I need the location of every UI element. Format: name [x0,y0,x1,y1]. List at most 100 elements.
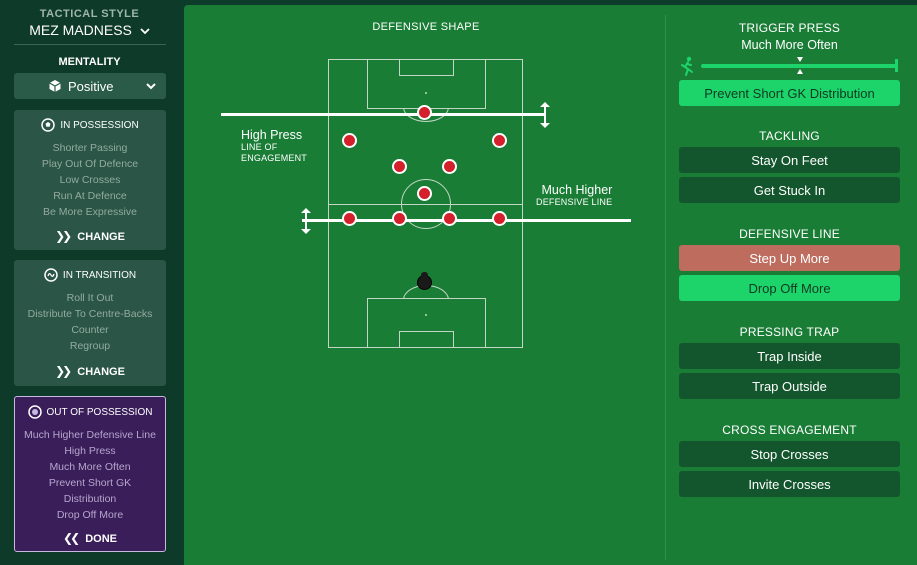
transition-icon [44,268,58,282]
in-possession-header: IN POSSESSION [14,118,166,132]
list-item: Regroup [69,340,111,352]
list-item: Distribute To Centre-Backs [27,308,153,320]
player-marker[interactable] [342,211,357,226]
engagement-caption-1: LINE OF [241,142,278,152]
list-item: Shorter Passing [52,142,128,154]
list-item: Counter [71,324,109,336]
list-item: Drop Off More [56,509,124,521]
player-marker[interactable] [492,211,507,226]
sidebar: TACTICAL STYLE MEZ MADNESS MENTALITY Pos… [0,0,179,565]
tactic-name: MEZ MADNESS [29,22,132,38]
double-chevron-left-icon: ❮❮ [63,531,80,545]
engagement-value: High Press [241,128,303,142]
prevent-short-gk-distribution-button[interactable]: Prevent Short GK Distribution [679,80,900,106]
out-of-possession-done-button[interactable]: ❮❮ DONE [15,531,165,545]
slider-marker-icon [797,57,803,62]
divider [665,15,666,560]
stop-crosses-button[interactable]: Stop Crosses [679,441,900,467]
engagement-drag-handle[interactable] [540,102,550,128]
player-marker[interactable] [492,133,507,148]
out-of-possession-panel: OUT OF POSSESSION Much Higher Defensive … [14,396,166,552]
pressing-trap-title: PRESSING TRAP [739,325,840,339]
defensive-line-title: DEFENSIVE LINE [739,227,840,241]
list-item: Distribution [63,493,117,505]
shield-ball-icon [27,405,42,419]
list-item: Roll It Out [66,292,114,304]
defensive-line-value: Much Higher [541,183,613,197]
football-icon [41,118,56,132]
top-penalty-spot [425,92,427,94]
trap-outside-button[interactable]: Trap Outside [679,373,900,399]
in-transition-list: Roll It Out Distribute To Centre-Backs C… [14,290,166,354]
drop-off-more-button[interactable]: Drop Off More [679,275,900,301]
tackling-title: TACKLING [759,129,820,143]
main-area: DEFENSIVE SHAPE High Press LINE OF ENGAG… [184,5,917,565]
trigger-press-slider-thumb[interactable] [895,59,898,72]
cube-icon [49,80,61,92]
done-label: DONE [85,533,117,545]
centre-circle [401,179,451,229]
double-chevron-right-icon: ❯❯ [55,364,72,378]
player-marker[interactable] [442,211,457,226]
trap-inside-button[interactable]: Trap Inside [679,343,900,369]
mentality-value: Positive [68,78,114,94]
list-item: Much Higher Defensive Line [24,429,156,441]
defensive-line[interactable] [302,219,631,222]
out-of-possession-list: Much Higher Defensive Line High Press Mu… [15,427,165,523]
in-possession-list: Shorter Passing Play Out Of Defence Low … [14,140,166,220]
get-stuck-in-button[interactable]: Get Stuck In [679,177,900,203]
goalkeeper-marker[interactable] [417,272,432,290]
player-marker[interactable] [417,105,432,120]
step-up-more-button[interactable]: Step Up More [679,245,900,271]
bottom-penalty-spot [425,314,427,316]
chevron-down-icon [140,28,150,35]
tactic-selector[interactable]: MEZ MADNESS [0,22,179,38]
list-item: Low Crosses [59,174,121,186]
cross-engagement-title: CROSS ENGAGEMENT [722,423,857,437]
list-item: Play Out Of Defence [41,158,139,170]
defensive-shape-title: DEFENSIVE SHAPE [372,21,480,33]
in-transition-change-button[interactable]: ❯❯ CHANGE [14,364,166,378]
defensive-line-label: Much Higher DEFENSIVE LINE [536,183,612,208]
change-label: CHANGE [77,366,125,378]
defensive-line-drag-handle[interactable] [301,208,311,234]
bottom-six-yard-box [399,331,454,348]
tactical-style-caption: TACTICAL STYLE [39,8,140,20]
out-of-possession-header: OUT OF POSSESSION [15,405,165,419]
slider-marker-icon [797,69,803,74]
invite-crosses-button[interactable]: Invite Crosses [679,471,900,497]
in-transition-panel: IN TRANSITION Roll It Out Distribute To … [14,260,166,386]
trigger-press-value: Much More Often [741,38,838,52]
in-possession-title: IN POSSESSION [60,119,139,131]
top-six-yard-box [399,59,454,76]
mentality-dropdown[interactable]: Positive [14,73,166,99]
player-marker[interactable] [392,211,407,226]
pitch [328,59,523,348]
trigger-press-slider[interactable] [701,64,897,68]
engagement-label: High Press LINE OF ENGAGEMENT [241,128,307,164]
list-item: Much More Often [49,461,131,473]
player-marker[interactable] [392,159,407,174]
stay-on-feet-button[interactable]: Stay On Feet [679,147,900,173]
trigger-press-title: TRIGGER PRESS [738,21,841,35]
in-transition-title: IN TRANSITION [62,269,137,281]
in-possession-panel: IN POSSESSION Shorter Passing Play Out O… [14,110,166,250]
mentality-caption: MENTALITY [58,56,121,68]
player-marker[interactable] [417,186,432,201]
player-marker[interactable] [342,133,357,148]
player-marker[interactable] [442,159,457,174]
list-item: High Press [64,445,116,457]
out-of-possession-title: OUT OF POSSESSION [46,406,153,418]
divider [14,44,166,45]
line-of-engagement[interactable] [221,113,546,116]
in-possession-change-button[interactable]: ❯❯ CHANGE [14,229,166,243]
change-label: CHANGE [77,231,125,243]
in-transition-header: IN TRANSITION [14,268,166,282]
chevron-down-icon [146,83,156,90]
list-item: Prevent Short GK [48,477,132,489]
list-item: Be More Expressive [43,206,137,218]
engagement-caption-2: ENGAGEMENT [241,153,308,163]
list-item: Run At Defence [53,190,127,202]
double-chevron-right-icon: ❯❯ [55,229,72,243]
defensive-line-caption: DEFENSIVE LINE [536,197,613,207]
